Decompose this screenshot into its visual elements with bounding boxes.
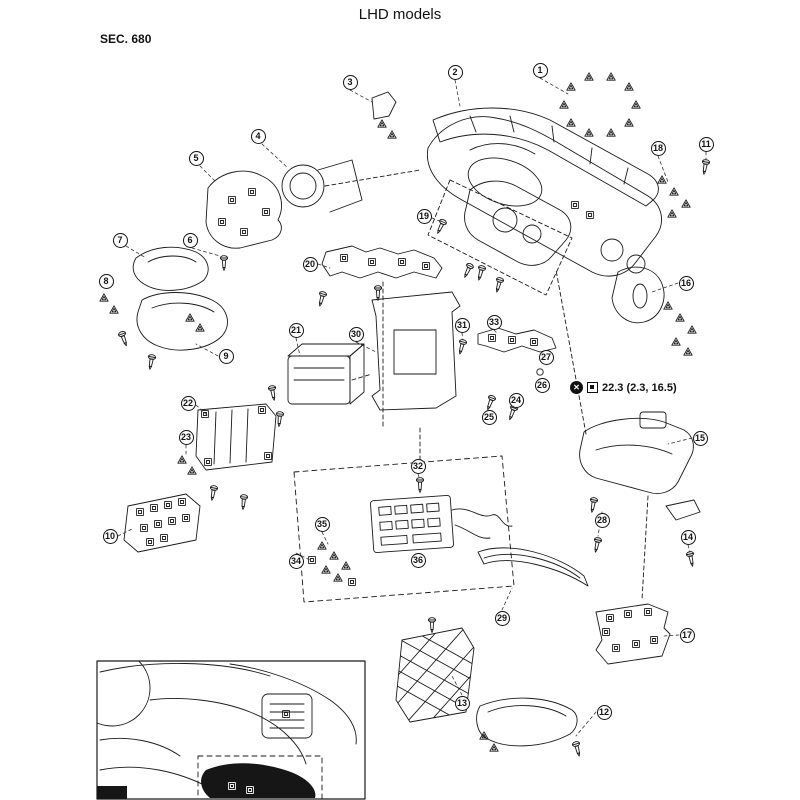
callout-6: 6 <box>182 232 198 248</box>
callout-5: 5 <box>188 150 204 166</box>
callout-33: 33 <box>486 314 502 330</box>
part-clip-ring <box>559 72 641 137</box>
callout-22: 22 <box>180 395 196 411</box>
callout-4: 4 <box>250 128 266 144</box>
callout-35: 35 <box>314 516 330 532</box>
part-lower-cover <box>476 697 584 758</box>
part-fuse-block-group <box>293 427 515 603</box>
callout-14: 14 <box>680 529 696 545</box>
part-small-stay <box>665 499 701 568</box>
callout-31: 31 <box>454 317 470 333</box>
callout-24: 24 <box>508 392 524 408</box>
part-side-brackets <box>455 327 557 422</box>
part-center-frame <box>371 281 461 429</box>
callout-10: 10 <box>102 528 118 544</box>
callout-32: 32 <box>410 458 426 474</box>
part-column-covers <box>99 246 228 371</box>
torque-nut-icon <box>587 382 598 393</box>
callout-17: 17 <box>679 627 695 643</box>
callout-27: 27 <box>538 349 554 365</box>
part-lower-stay <box>555 269 694 601</box>
callout-12: 12 <box>596 704 612 720</box>
callout-36: 36 <box>410 552 426 568</box>
callout-28: 28 <box>594 512 610 528</box>
callout-3: 3 <box>342 74 358 90</box>
part-round-vent <box>281 159 421 213</box>
callout-9: 9 <box>218 348 234 364</box>
callout-13: 13 <box>454 695 470 711</box>
callout-8: 8 <box>98 273 114 289</box>
part-instrument-panel <box>426 116 663 277</box>
part-glovebox-frame <box>595 603 671 665</box>
part-end-clips <box>657 158 711 218</box>
part-control-frame <box>177 403 277 511</box>
part-bracket-strip <box>315 245 475 308</box>
section-label: SEC. 680 <box>100 32 152 46</box>
part-audio-unit <box>267 343 373 428</box>
part-finisher-strip <box>432 107 659 207</box>
part-small-bracket <box>371 91 397 139</box>
callout-11: 11 <box>698 136 714 152</box>
callout-15: 15 <box>692 430 708 446</box>
page-title: LHD models <box>358 6 442 23</box>
callout-21: 21 <box>288 322 304 338</box>
part-side-vent <box>611 266 697 356</box>
callout-2: 2 <box>447 64 463 80</box>
callout-19: 19 <box>416 208 432 224</box>
torque-value: 22.3 (2.3, 16.5) <box>602 381 677 394</box>
part-knee-panel <box>123 493 201 553</box>
callout-23: 23 <box>178 429 194 445</box>
torque-bolt-icon: ✕ <box>570 381 583 394</box>
part-cluster-lid <box>205 170 282 271</box>
part-cluster <box>427 179 573 296</box>
callout-25: 25 <box>481 409 497 425</box>
callout-29: 29 <box>494 610 510 626</box>
callout-7: 7 <box>112 232 128 248</box>
callout-16: 16 <box>678 275 694 291</box>
part-insulator-panel <box>395 617 475 723</box>
callout-20: 20 <box>302 256 318 272</box>
leader-lines <box>117 77 707 737</box>
callout-18: 18 <box>650 140 666 156</box>
part-trim-strip <box>477 547 589 587</box>
callout-1: 1 <box>532 62 548 78</box>
callout-30: 30 <box>348 326 364 342</box>
inset-reference-view <box>96 660 366 800</box>
torque-note: ✕ 22.3 (2.3, 16.5) <box>570 381 677 394</box>
callout-34: 34 <box>288 553 304 569</box>
callout-26: 26 <box>534 377 550 393</box>
